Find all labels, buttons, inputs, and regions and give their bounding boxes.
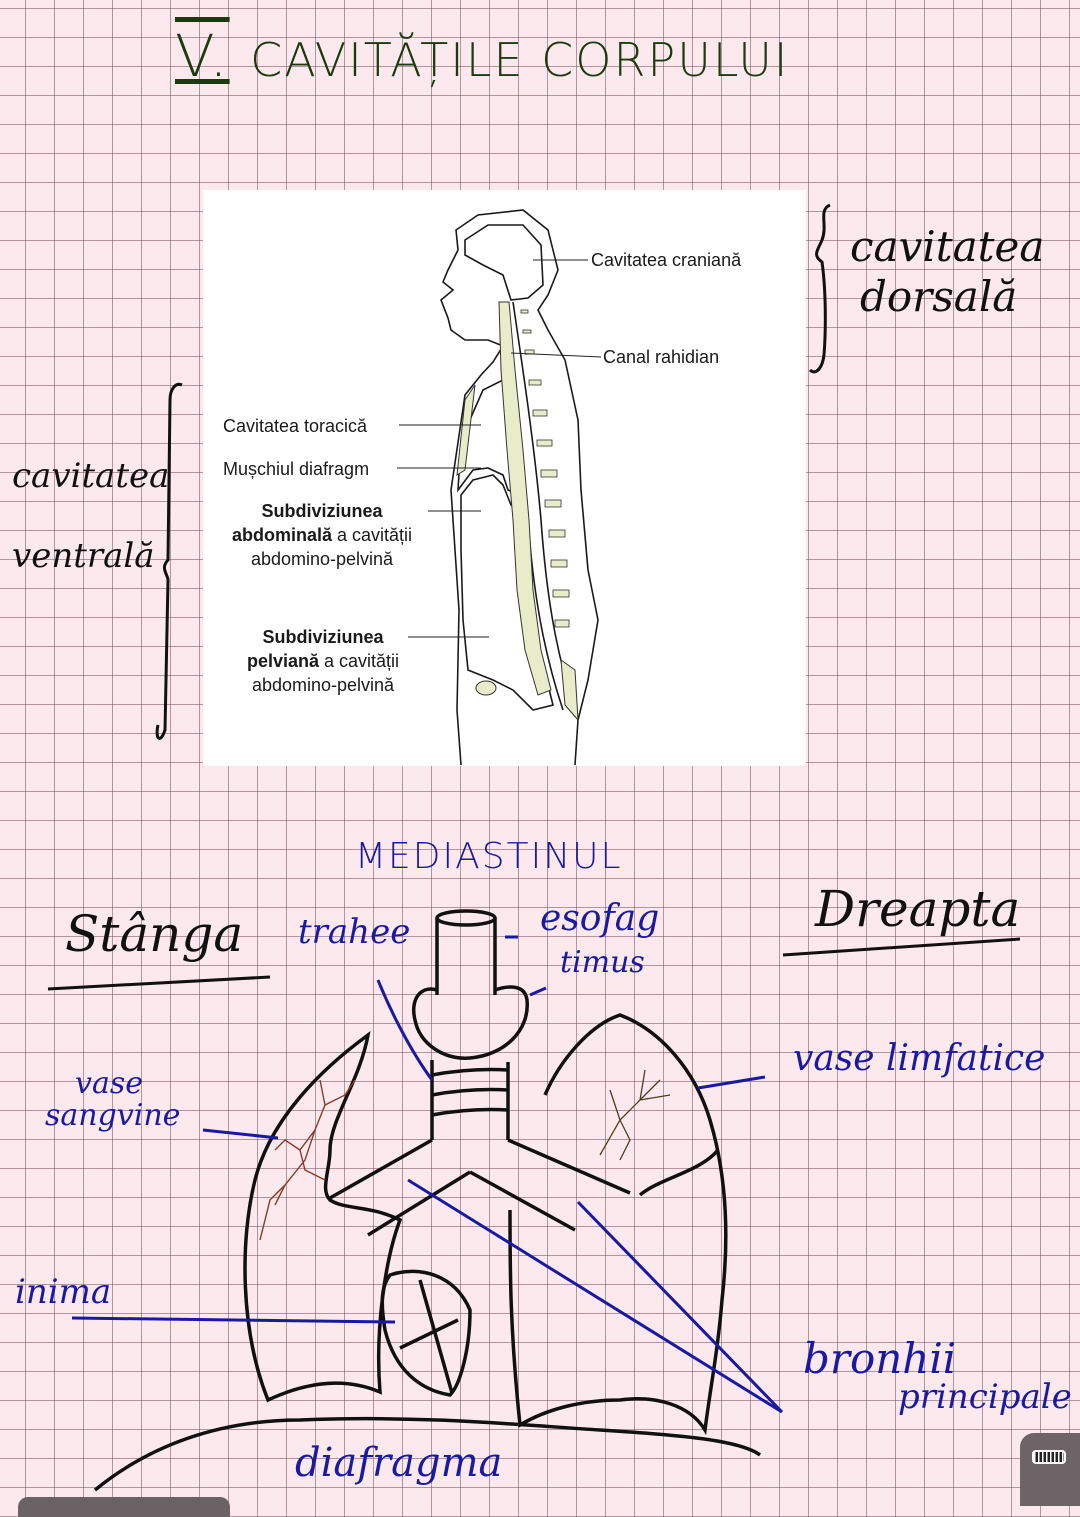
label-diaphragm: diafragma [295,1440,503,1486]
ruler-button[interactable] [1020,1433,1080,1506]
label-thymus: timus [560,945,645,980]
label-pelvic-subdivision: Subdiviziunea pelviană a cavității abdom… [246,627,400,695]
label-thoracic-cavity: Cavitatea toracică [223,416,368,436]
bottom-toolbar-handle[interactable] [18,1497,230,1517]
heading-left: Stânga [65,905,244,963]
label-heart: inima [15,1272,112,1312]
page-title: V. Cavitățile Corpului [175,22,789,90]
ventral-brace [155,382,183,740]
title-text: Cavitățile Corpului [250,33,790,87]
label-trachea: trahee [298,912,411,952]
label-esophagus: esofag [540,898,660,939]
label-lymph-vessels: vase limfatice [793,1038,1046,1079]
label-main-bronchi: bronhii principale [803,1334,1072,1417]
title-numeral: V. [175,22,230,90]
label-spinal-canal: Canal rahidian [603,347,720,367]
label-blood-vessels: vase sangvine [45,1066,181,1133]
body-sagittal-illustration [397,209,602,766]
trachea-drawing [93,909,762,1492]
label-diaphragm-muscle: Mușchiul diafragm [223,459,370,479]
label-dorsal-cavity: cavitatea dorsală [850,222,1045,321]
label-ventral-cavity: cavitatea ventrală [12,456,170,576]
body-cavity-diagram: Cavitatea craniană Canal rahidian Cavita… [203,190,806,766]
label-cranial-cavity: Cavitatea craniană [591,250,742,270]
ruler-icon [1032,1450,1066,1464]
heading-right: Dreapta [815,880,1021,938]
mediastinum-heading: MEDIASTINUL [355,836,623,877]
label-abdominal-subdivision: Subdiviziunea abdominală a cavității abd… [231,501,413,569]
dorsal-brace [808,203,831,374]
